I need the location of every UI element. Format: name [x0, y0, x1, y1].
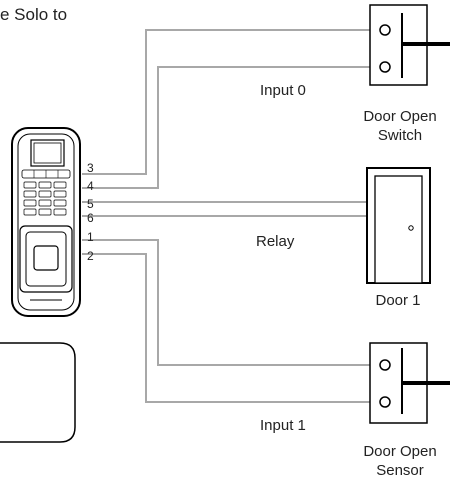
- door-open-switch-label-line1: Door Open: [363, 108, 436, 125]
- relay-label: Relay: [256, 233, 295, 250]
- wire-number-2: 2: [87, 249, 94, 263]
- door-label: Door 1: [375, 292, 420, 309]
- door-open-switch-label-line2: Switch: [378, 127, 422, 144]
- sensor-contact-icon: [369, 342, 450, 424]
- wire-numbers: 3 4 5 6 1 2: [87, 161, 94, 263]
- door-open-sensor-label-line2: Sensor: [376, 462, 424, 479]
- input1-label: Input 1: [260, 417, 306, 434]
- wire-3: [82, 29, 379, 175]
- keypad-icon: [23, 181, 67, 216]
- door-icon: [366, 167, 431, 284]
- switch-contact-icon: [369, 4, 450, 86]
- fingerprint-reader-icon: [11, 127, 81, 317]
- door-open-sensor-label-line1: Door Open: [363, 443, 436, 460]
- wire-1: [82, 239, 379, 366]
- input0-label: Input 0: [260, 82, 306, 99]
- wire-2: [82, 253, 379, 403]
- wire-4: [82, 66, 379, 189]
- wire-number-5: 5: [87, 197, 94, 211]
- wire-number-1: 1: [87, 230, 94, 244]
- partial-box: [0, 342, 76, 443]
- caption-fragment: e Solo to: [0, 5, 67, 24]
- wires: [82, 29, 379, 403]
- wire-number-6: 6: [87, 211, 94, 225]
- wire-number-3: 3: [87, 161, 94, 175]
- wire-number-4: 4: [87, 179, 94, 193]
